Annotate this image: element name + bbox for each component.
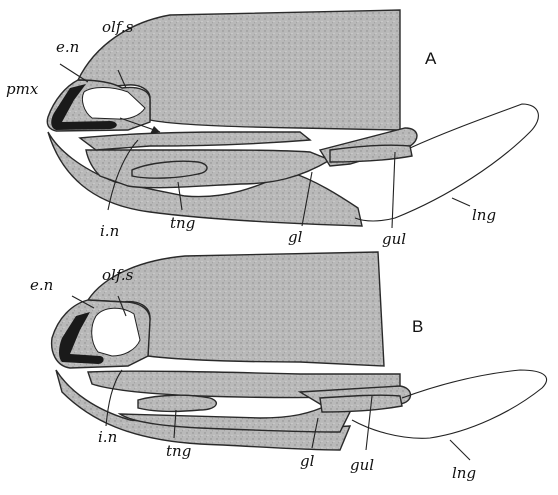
label-gl-a: gl <box>288 228 303 246</box>
label-gl-b: gl <box>300 452 315 470</box>
leader-lng-a <box>452 198 470 206</box>
panel-a: A e.n olf.s pmx i.n tng gl gul lng <box>6 10 538 248</box>
tongue-b <box>138 395 216 411</box>
panel-letter-a: A <box>425 49 437 68</box>
label-olfs-a: olf.s <box>102 18 134 36</box>
label-olfs-b: olf.s <box>102 266 134 284</box>
label-lng-b: lng <box>452 464 476 482</box>
nasal-cavity-b <box>92 308 140 356</box>
label-in-a: i.n <box>100 222 119 240</box>
label-en-b: e.n <box>30 276 53 294</box>
label-tng-a: tng <box>170 214 195 232</box>
label-tng-b: tng <box>166 442 191 460</box>
panel-letter-b: B <box>412 317 423 336</box>
leader-gul-a <box>392 152 395 228</box>
label-en-a: e.n <box>56 38 79 56</box>
label-lng-a: lng <box>472 206 496 224</box>
leader-lng-b <box>450 440 470 460</box>
upper-jaw-rod-a <box>80 132 310 150</box>
label-in-b: i.n <box>98 428 117 446</box>
label-pmx-a: pmx <box>6 80 39 98</box>
label-gul-b: gul <box>350 456 374 474</box>
label-gul-a: gul <box>382 230 406 248</box>
panel-b: B e.n olf.s i.n tng gl gul lng <box>30 252 547 482</box>
gullet-b <box>320 395 402 412</box>
